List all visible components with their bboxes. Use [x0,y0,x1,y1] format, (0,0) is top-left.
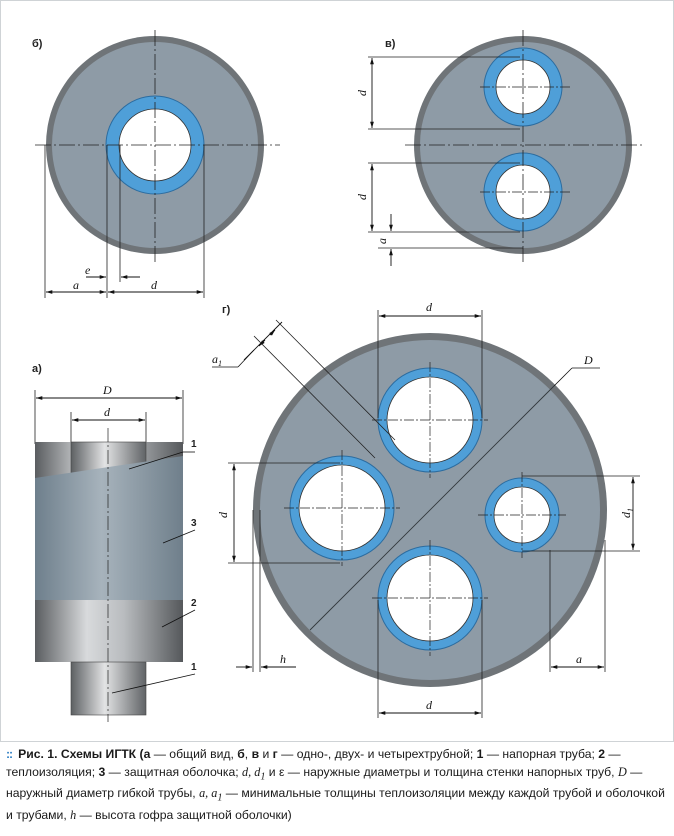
protective-shell-body [35,456,183,600]
figure-caption: ::Рис. 1. Схемы ИГТК (а — общий вид, б, … [6,747,665,823]
igtk-schemes-figure: б) a e d в) [0,0,674,742]
scheme-general-view: а) D d 1 3 2 1 [32,363,197,722]
label-b: б) [32,38,43,50]
dim-a: a [73,278,79,292]
callout-3: 3 [191,518,197,529]
dim-D: D [583,353,593,367]
callout-2: 2 [191,598,197,609]
dim-a1: a1 [212,352,222,368]
dim-e: e [85,263,91,277]
insulation-band [35,600,183,662]
dim-d: d [104,405,111,419]
dim-a-right: a [576,652,582,666]
dim-a: a [375,238,389,244]
dim-d-left: d [216,511,230,518]
dim-d-top: d [355,89,369,96]
callout-1-top: 1 [191,439,197,450]
dim-d1-right: d1 [619,508,635,518]
scheme-two-pipe: в) d d a [355,30,642,266]
dim-d-bottom: d [355,193,369,200]
label-v: в) [385,38,396,50]
pressure-pipe-bottom [70,661,147,716]
scheme-four-pipe: г) d d [212,300,640,718]
dim-h: h [280,652,286,666]
dim-d: d [151,278,158,292]
scheme-single-pipe: б) a e d [32,30,280,298]
dim-D: D [102,383,112,397]
label-a: а) [32,363,42,375]
dim-d-bottom: d [426,698,433,712]
label-g: г) [222,304,231,316]
dim-d-top: d [426,300,433,314]
caption-marker: :: [6,747,13,761]
callout-1-bottom: 1 [191,662,197,673]
